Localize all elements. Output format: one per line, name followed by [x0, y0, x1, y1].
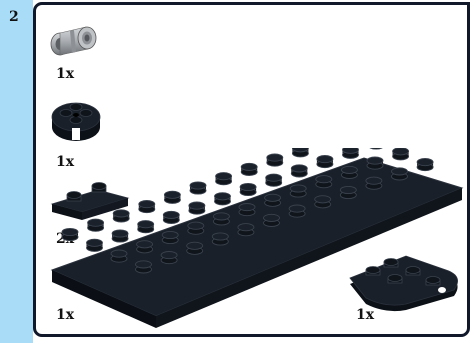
- rounded-plate-image: [346, 248, 466, 316]
- part-quantity: 1x: [56, 66, 74, 82]
- step-number-bar: [0, 0, 33, 343]
- part-quantity: 1x: [356, 307, 374, 323]
- step-number: 2: [9, 9, 19, 25]
- part-quantity: 1x: [56, 307, 74, 323]
- technic-pin-image: [48, 22, 102, 60]
- round-plate-image: [50, 95, 102, 147]
